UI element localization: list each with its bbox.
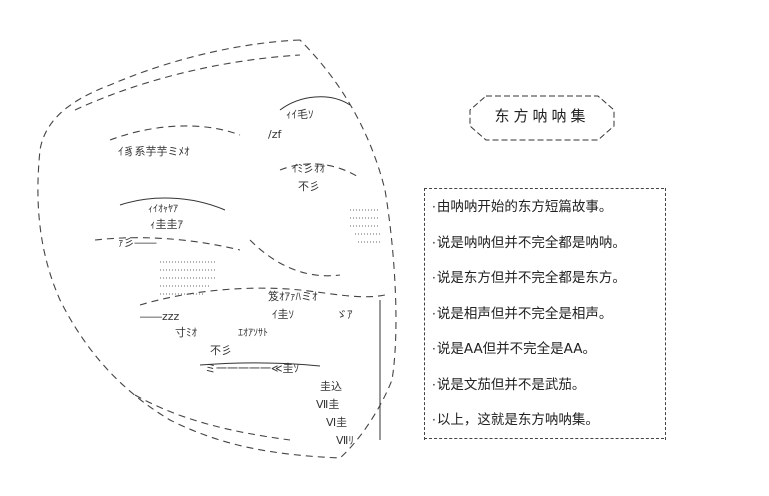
list-item: ·说是AA但并不完全是AA。 (432, 338, 626, 374)
cheek-left (160, 261, 215, 295)
art-text-18: Ⅶ圭 (316, 398, 339, 411)
list-item: ·以上，这就是东方呐呐集。 (432, 409, 626, 445)
bullet: · (432, 200, 436, 214)
nose (249, 239, 341, 277)
bullet: · (432, 271, 436, 285)
page-title: 东方呐呐集 (494, 107, 590, 125)
left-brow (109, 125, 241, 141)
art-text-14: ｴｵｱｿｻﾄ (238, 327, 268, 339)
list-item: ·由呐呐开始的东方短篇故事。 (432, 196, 626, 232)
list-border-bottom (424, 438, 664, 439)
left-eye (119, 197, 226, 211)
list-item: ·说是呐呐但并不完全都是呐呐。 (432, 232, 626, 268)
art-text-15: 不彡 (210, 344, 232, 357)
right-eye (279, 163, 361, 179)
list-border-top (424, 188, 664, 189)
forehead-line (74, 54, 301, 111)
art-text-5: ｲ豸系芋芋ミﾒｵ (118, 145, 190, 158)
art-text-3: ｲﾐ彡ｵｵ (292, 162, 325, 175)
art-text-2: /zf (268, 128, 282, 141)
bullet: · (432, 413, 436, 427)
art-text-12: ゞｱ (336, 308, 353, 321)
art-text-19: Ⅵ圭 (326, 416, 347, 429)
art-text-9: 笈ｵｱｧﾊミｵ (268, 289, 318, 303)
art-text-11: ｲ圭ｿ (272, 308, 294, 321)
art-text-10: ――zzz (140, 310, 180, 323)
mouth (199, 362, 321, 367)
description-list: ·由呐呐开始的东方短篇故事。 ·说是呐呐但并不完全都是呐呐。 ·说是东方但并不完… (432, 196, 626, 445)
art-text-8: ｧ彡―― (118, 236, 157, 249)
list-item: ·说是相声但并不完全是相声。 (432, 303, 626, 339)
list-item: ·说是文茄但并不是武茄。 (432, 374, 626, 410)
cheek-right (350, 209, 380, 243)
bullet: · (432, 342, 436, 356)
art-text-4: 不彡 (298, 180, 320, 193)
art-text-1: ｨｲ毛ｿ (286, 108, 314, 121)
right-brow (279, 96, 351, 111)
bullet: · (432, 377, 436, 392)
title-box: 东方呐呐集 (472, 94, 612, 138)
description-box (424, 188, 666, 440)
bullet: · (432, 235, 436, 250)
left-eye-under (94, 237, 241, 251)
art-text-7: ｨ圭圭ｱ (150, 218, 183, 231)
chin-left (134, 394, 291, 441)
title-frame (469, 95, 615, 141)
mustache (139, 287, 386, 306)
bullet: · (432, 306, 436, 321)
art-text-6: ｨｲｵｬﾔｱ (148, 203, 178, 215)
art-text-20: Ⅶﾘ (336, 434, 354, 447)
list-item: ·说是东方但并不完全都是东方。 (432, 267, 626, 303)
art-text-17: 圭込 (320, 380, 342, 393)
art-text-16: ミ一一一一一≪圭ｿ (205, 362, 299, 375)
mask-outline (37, 39, 397, 459)
art-text-13: 寸ﾐｵ (175, 325, 197, 339)
